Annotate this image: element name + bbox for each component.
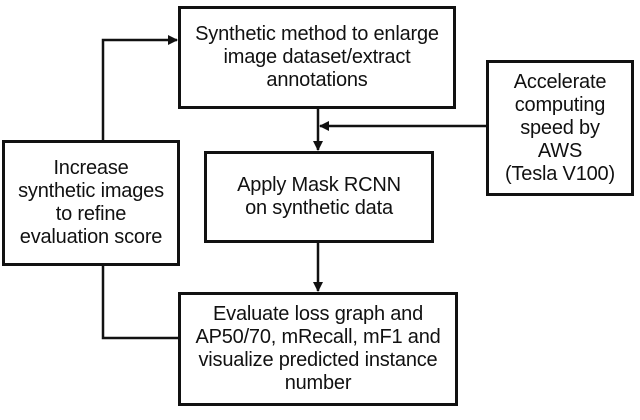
node-accelerate-computing-label: Accelerate computing speed by AWS (Tesla… — [505, 70, 615, 185]
node-evaluate-metrics: Evaluate loss graph and AP50/70, mRecall… — [178, 292, 458, 406]
node-evaluate-metrics-label: Evaluate loss graph and AP50/70, mRecall… — [195, 303, 441, 394]
node-synthetic-method: Synthetic method to enlarge image datase… — [178, 6, 456, 109]
node-synthetic-method-label: Synthetic method to enlarge image datase… — [195, 23, 439, 91]
edge-increase-to-synthetic — [101, 35, 178, 140]
node-increase-synthetic-images: Increase synthetic images to refine eval… — [2, 140, 180, 266]
edge-evaluate-to-increase — [101, 266, 178, 340]
node-accelerate-computing: Accelerate computing speed by AWS (Tesla… — [486, 60, 634, 196]
node-apply-mask-rcnn: Apply Mask RCNN on synthetic data — [204, 151, 434, 243]
node-apply-mask-rcnn-label: Apply Mask RCNN on synthetic data — [237, 174, 401, 219]
node-increase-synthetic-images-label: Increase synthetic images to refine eval… — [18, 157, 164, 248]
